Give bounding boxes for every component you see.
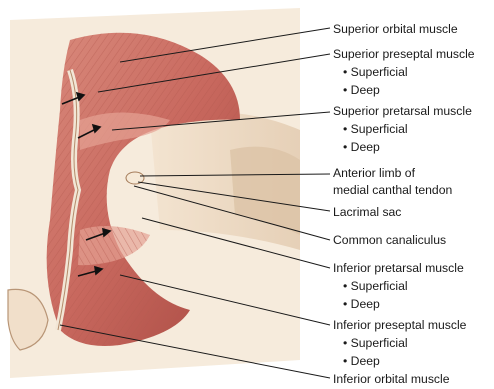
label-superior-preseptal-deep: • Deep [343, 83, 380, 97]
label-inferior-pretarsal: Inferior pretarsal muscle [333, 261, 464, 275]
label-superior-pretarsal: Superior pretarsal muscle [333, 104, 472, 118]
label-inferior-preseptal-deep: • Deep [343, 354, 380, 368]
label-superior-pretarsal-deep: • Deep [343, 140, 380, 154]
label-inferior-preseptal-superficial: • Superficial [343, 336, 408, 350]
label-inferior-pretarsal-deep: • Deep [343, 297, 380, 311]
label-common-canaliculus: Common canaliculus [333, 233, 446, 247]
label-lacrimal-sac: Lacrimal sac [333, 205, 401, 219]
label-medial-canthal-tendon: medial canthal tendon [333, 183, 452, 197]
label-inferior-orbital: Inferior orbital muscle [333, 372, 450, 386]
label-superior-preseptal-superficial: • Superficial [343, 65, 408, 79]
label-inferior-pretarsal-superficial: • Superficial [343, 279, 408, 293]
label-superior-pretarsal-superficial: • Superficial [343, 122, 408, 136]
label-anterior-limb: Anterior limb of [333, 166, 415, 180]
label-inferior-preseptal: Inferior preseptal muscle [333, 318, 466, 332]
label-superior-orbital: Superior orbital muscle [333, 22, 458, 36]
label-superior-preseptal: Superior preseptal muscle [333, 47, 475, 61]
